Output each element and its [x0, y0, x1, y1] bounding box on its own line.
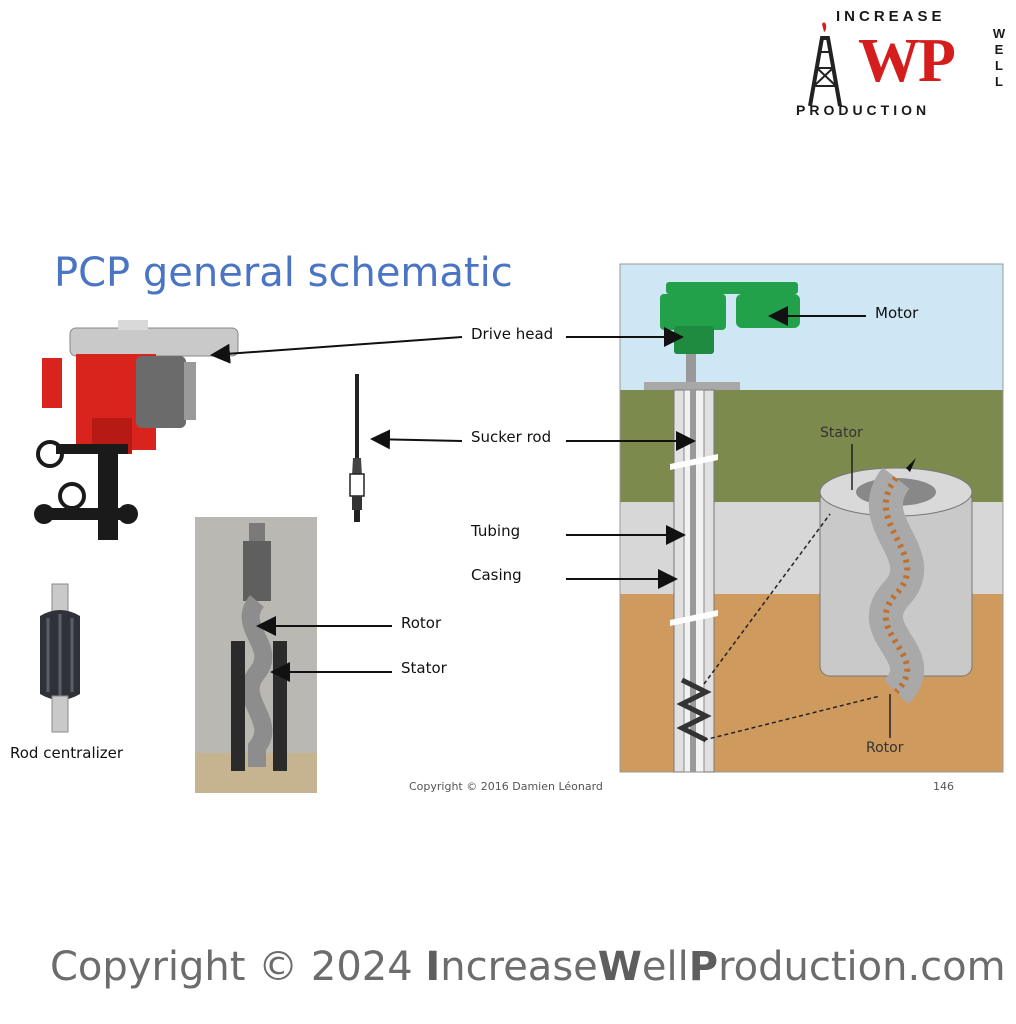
tubing-label: Tubing — [471, 522, 521, 540]
stator-label-left: Stator — [401, 659, 447, 677]
slide-copyright: Copyright © 2016 Damien Léonard — [409, 780, 603, 793]
arrow-drive-head-left — [210, 336, 463, 364]
rotor-label-diagram: Rotor — [866, 740, 904, 756]
page-number: 146 — [933, 780, 954, 793]
logo-bottom-text: PRODUCTION — [796, 102, 931, 118]
rod-centralizer-icon — [40, 583, 80, 733]
logo-mark: WP — [858, 27, 956, 95]
footer-part-w: W — [597, 944, 642, 990]
sucker-rod-label: Sucker rod — [471, 428, 552, 446]
rod-centralizer-label: Rod centralizer — [10, 744, 124, 762]
logo-top-text: INCREASE — [836, 8, 946, 25]
motor-label: Motor — [875, 304, 919, 322]
footer-prefix: Copyright © 2024 — [50, 944, 426, 990]
sucker-rod-icon — [349, 374, 365, 522]
footer-part-roduction: roduction.com — [718, 944, 1006, 990]
footer-part-p: P — [688, 944, 719, 990]
footer-part-i: I — [425, 944, 441, 990]
stator-label-diagram: Stator — [820, 425, 863, 441]
casing-label: Casing — [471, 566, 522, 584]
rotor-stator-photo — [195, 517, 317, 793]
footer-part-ncrease: ncrease — [440, 944, 598, 990]
slide-title: PCP general schematic — [54, 250, 513, 296]
arrow-sucker-rod-left — [370, 429, 463, 450]
drive-head-photo — [34, 320, 239, 540]
derrick-icon — [808, 22, 842, 107]
footer-part-ell: ell — [641, 944, 689, 990]
well-cross-section-diagram — [619, 263, 1004, 773]
footer-copyright: Copyright © 2024 IncreaseWellProduction.… — [50, 944, 1006, 990]
drive-head-label: Drive head — [471, 325, 554, 343]
rotor-label-left: Rotor — [401, 614, 442, 632]
